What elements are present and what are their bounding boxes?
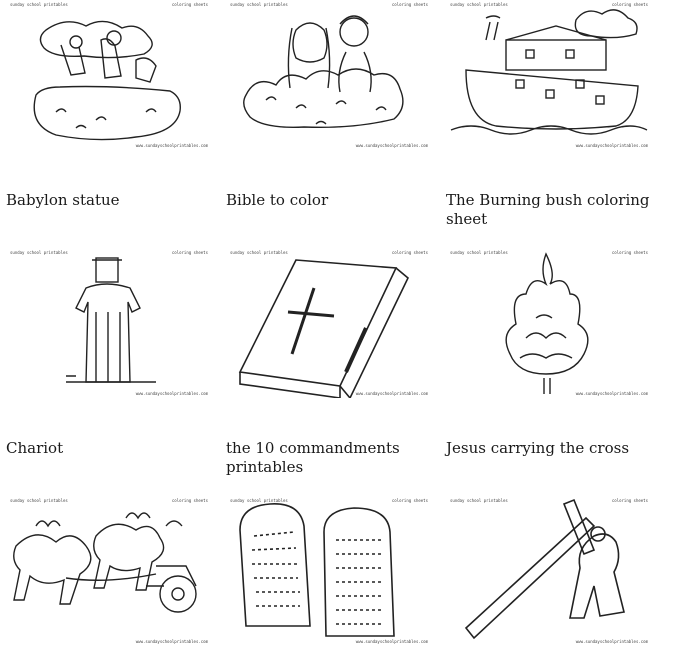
watermark-tag: coloring sheets (611, 2, 648, 7)
title-bible-to-color[interactable]: Bible to color (226, 191, 329, 209)
watermark-tag: coloring sheets (611, 250, 648, 255)
watermark-brand: sunday school printables (10, 498, 68, 503)
tablets-drawing (239, 503, 395, 637)
watermark-brand: sunday school printables (230, 2, 288, 7)
watermark-tag: coloring sheets (171, 498, 208, 503)
burning-bush-drawing (505, 252, 589, 394)
coloring-thumbnail-babylon-statue[interactable]: sunday school printables coloring sheets… (6, 248, 212, 398)
watermark-tag: coloring sheets (171, 2, 208, 7)
title-jesus-cross[interactable]: Jesus carrying the cross (446, 439, 630, 457)
coloring-thumbnail-bible[interactable]: sunday school printables coloring sheets… (226, 248, 432, 398)
watermark-url: www.sundayschoolprintables.com (355, 639, 428, 644)
watermark-brand: sunday school printables (10, 2, 68, 7)
watermark-url: www.sundayschoolprintables.com (575, 391, 648, 396)
ark-drawing (450, 9, 648, 135)
adam-eve-drawing (243, 15, 404, 129)
jesus-cross-drawing (464, 498, 625, 640)
watermark-url: www.sundayschoolprintables.com (355, 391, 428, 396)
watermark-url: www.sundayschoolprintables.com (575, 143, 648, 148)
watermark-brand: sunday school printables (230, 250, 288, 255)
watermark-url: www.sundayschoolprintables.com (135, 639, 208, 644)
watermark-tag: coloring sheets (611, 498, 648, 503)
garden-drawing (33, 20, 181, 141)
title-chariot[interactable]: Chariot (6, 439, 64, 457)
coloring-thumbnail-noahs-ark[interactable]: sunday school printables coloring sheets… (446, 0, 652, 150)
title-burning-bush[interactable]: The Burning bush coloring sheet (446, 191, 650, 228)
watermark-tag: coloring sheets (171, 250, 208, 255)
watermark-brand: sunday school printables (450, 2, 508, 7)
watermark-url: www.sundayschoolprintables.com (135, 143, 208, 148)
watermark-url: www.sundayschoolprintables.com (355, 143, 428, 148)
watermark-tag: coloring sheets (391, 2, 428, 7)
watermark-brand: sunday school printables (450, 250, 508, 255)
chariot-drawing (13, 512, 197, 613)
coloring-thumbnail-adam-eve-bush[interactable]: sunday school printables coloring sheets… (226, 0, 432, 150)
title-babylon-statue[interactable]: Babylon statue (6, 191, 120, 209)
watermark-tag: coloring sheets (391, 250, 428, 255)
coloring-thumbnail-ten-commandments[interactable]: sunday school printables coloring sheets… (226, 496, 432, 646)
watermark-url: www.sundayschoolprintables.com (135, 391, 208, 396)
statue-drawing (66, 257, 156, 383)
coloring-thumbnail-jesus-cross[interactable]: sunday school printables coloring sheets… (446, 496, 652, 646)
watermark-brand: sunday school printables (230, 498, 288, 503)
watermark-brand: sunday school printables (10, 250, 68, 255)
coloring-thumbnail-burning-bush[interactable]: sunday school printables coloring sheets… (446, 248, 652, 398)
watermark-brand: sunday school printables (450, 498, 508, 503)
bible-drawing (238, 259, 409, 398)
coloring-thumbnail-chariot[interactable]: sunday school printables coloring sheets… (6, 496, 212, 646)
watermark-url: www.sundayschoolprintables.com (575, 639, 648, 644)
coloring-thumbnail-adam-eve-garden[interactable]: sunday school printables coloring sheets… (6, 0, 212, 150)
title-ten-commandments[interactable]: the 10 commandments printables (226, 439, 400, 476)
watermark-tag: coloring sheets (391, 498, 428, 503)
